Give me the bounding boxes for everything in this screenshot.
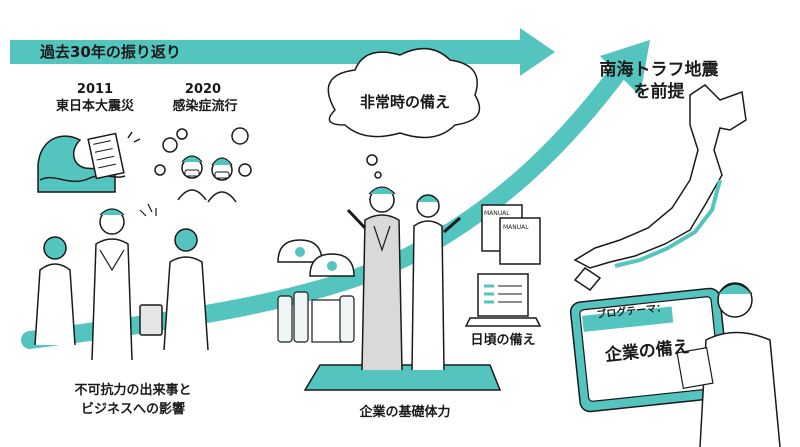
laptop-icon bbox=[464, 273, 542, 327]
center-caption: 企業の基礎体力 bbox=[359, 405, 451, 420]
right-title-line2: を前提 bbox=[633, 82, 685, 102]
supplies-icon bbox=[277, 239, 355, 343]
troubled-people-icon bbox=[34, 203, 209, 361]
manual-label-1: MANUAL bbox=[484, 210, 510, 217]
event-2011-year: 2011 bbox=[76, 82, 114, 97]
event-2020-name: 感染症流行 bbox=[172, 99, 238, 114]
podium-people-icon bbox=[303, 186, 502, 391]
thought-bubble-text: 非常時の備え bbox=[359, 93, 450, 111]
left-caption-line2: ビジネスへの影響 bbox=[80, 402, 185, 417]
reading-man-icon bbox=[676, 282, 781, 447]
manual-icon bbox=[481, 204, 541, 265]
japan-map-icon bbox=[573, 84, 747, 291]
timeline-label: 過去30年の振り返り bbox=[40, 43, 181, 61]
manual-label-2: MANUAL bbox=[503, 224, 529, 231]
left-caption-line1: 不可抗力の出来事と bbox=[74, 383, 192, 398]
right-title-line1: 南海トラフ地震 bbox=[599, 60, 719, 80]
laptop-caption: 日頃の備え bbox=[470, 333, 536, 348]
tsunami-icon bbox=[37, 131, 141, 193]
thought-bubble-shape bbox=[327, 47, 481, 179]
masked-people-icon bbox=[177, 155, 237, 203]
virus-icon bbox=[154, 127, 252, 177]
event-2011-name: 東日本大震災 bbox=[55, 99, 134, 114]
event-2020-year: 2020 bbox=[184, 82, 222, 97]
